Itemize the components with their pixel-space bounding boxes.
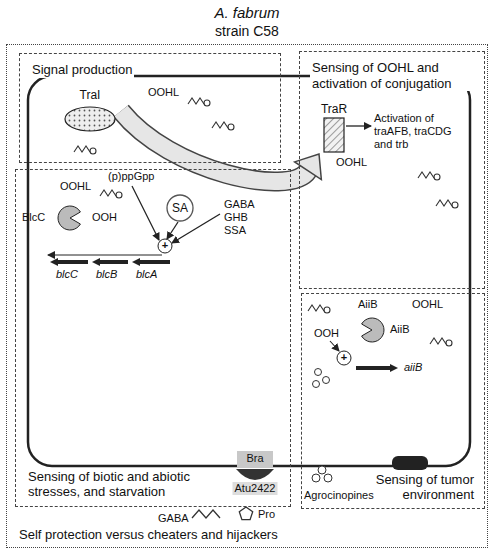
regulation-arrow: [132, 186, 159, 240]
text-label: Activation of traAFB, traCDG and trb: [374, 112, 466, 151]
oohl-molecule: [74, 146, 96, 154]
gene-arrow: [132, 258, 170, 266]
oohl-molecule: [418, 172, 440, 180]
gene-arrow: [50, 258, 88, 266]
enzyme-oval: TraI: [59, 88, 121, 134]
binding-protein: [236, 469, 274, 480]
transcription-arrow: [48, 255, 162, 256]
text-label: GABA: [158, 512, 189, 525]
text-label: AiiB: [358, 298, 378, 311]
title: A. fabrum: [0, 4, 494, 22]
node-label: TraI: [59, 88, 121, 102]
text-label: OOHL: [412, 298, 443, 311]
oohl-molecule: [100, 190, 122, 198]
text-label: +: [162, 239, 168, 252]
oohl-molecule: [430, 338, 452, 346]
text-label: blcC: [56, 268, 78, 281]
promoter-circle: [337, 351, 351, 365]
proline-molecule: [239, 507, 252, 520]
text-label: OOHL: [336, 156, 367, 169]
receptor: [392, 456, 428, 470]
gene-arrow: [356, 364, 398, 372]
agrocinopine: [318, 466, 326, 474]
text-label: Agrocinopines: [304, 489, 374, 502]
text-label: blcA: [136, 268, 157, 281]
region-frame: Signal productionTraI: [19, 53, 281, 163]
gene-arrow: [92, 258, 128, 266]
lactonase-pacman: [362, 318, 384, 342]
node-label: Sensing of biotic and abiotic stresses, …: [26, 469, 230, 500]
oohl-molecule: [212, 122, 234, 130]
oohl-molecule: [436, 200, 458, 208]
regulation-arrow: [167, 222, 178, 239]
node-label: Atu2422: [233, 482, 278, 495]
oohl-molecule: [308, 305, 330, 313]
regulation-arrow: [330, 341, 339, 351]
agrocinopine: [315, 369, 322, 376]
text-label: (p)ppGpp: [108, 170, 154, 183]
region-frame: Sensing of biotic and abiotic stresses, …: [15, 169, 291, 507]
agrocinopine: [312, 474, 320, 482]
node-label: Signal production: [30, 62, 134, 78]
text-label: AiiB: [390, 323, 410, 336]
text-label: strain C58: [215, 23, 279, 40]
activation-arrow: [346, 125, 371, 126]
promoter-circle: [158, 239, 172, 253]
text-label: Pro: [258, 508, 275, 521]
gaba-molecule: [192, 510, 220, 518]
text-label: OOH: [314, 327, 339, 340]
agrocinopine: [313, 381, 320, 388]
text-label: +: [341, 351, 347, 364]
oohl-molecule: [188, 98, 210, 106]
regulator-box: [324, 118, 344, 152]
text-label: OOH: [92, 211, 117, 224]
region-frame: Sensing of OOHL and activation of conjug…: [299, 51, 485, 289]
text-label: OOHL: [148, 86, 179, 99]
node-label: Self protection versus cheaters and hija…: [19, 527, 278, 543]
agrocinopine: [324, 474, 332, 482]
text-label: aiiB: [404, 361, 422, 374]
binding-protein: Atu2422: [228, 469, 282, 499]
text-label: OOHL: [60, 180, 91, 193]
text-label: SSA: [224, 224, 246, 237]
enzyme-oval: [65, 107, 115, 131]
text-label: BlcC: [22, 211, 45, 224]
text-label: GABA: [224, 198, 255, 211]
node-label: Sensing of tumor environment: [360, 472, 476, 503]
agrocinopine: [323, 377, 330, 384]
transporter-box: Bra: [237, 451, 273, 468]
node-label: Bra: [237, 452, 273, 465]
signal-circle: SA: [163, 194, 197, 222]
node-label: TraR: [311, 102, 357, 116]
text-label: blcB: [96, 268, 117, 281]
cell-envelope: [28, 76, 470, 466]
regulator-box: TraR: [311, 102, 357, 154]
lactonase-pacman: [58, 206, 80, 230]
node-label: SA: [163, 201, 197, 215]
node-label: Sensing of OOHL and activation of conjug…: [310, 60, 480, 91]
text-label: GHB: [224, 211, 248, 224]
